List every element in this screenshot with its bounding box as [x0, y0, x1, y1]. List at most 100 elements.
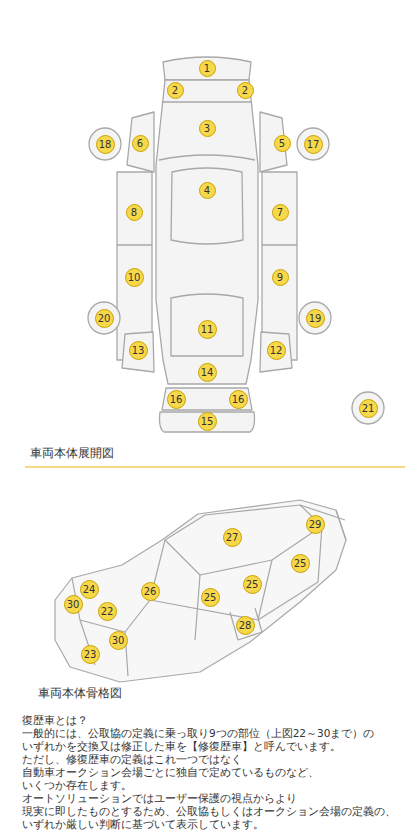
callout-circle: 2 — [237, 82, 254, 99]
wheel — [297, 128, 329, 160]
callout-number: 17 — [304, 135, 323, 154]
callout-circle-fill — [125, 268, 143, 286]
view-caption: 車両本体展開図 — [30, 447, 114, 459]
view-caption: 車両本体骨格図 — [38, 687, 122, 699]
callout-circle: 8 — [126, 204, 143, 221]
pillar — [258, 560, 272, 620]
note-text: オートソリューションではユーザー保護の視点からより — [22, 792, 297, 804]
callout-circle: 14 — [198, 363, 217, 382]
callout-number: 25 — [243, 575, 262, 594]
callout-circle-fill — [98, 602, 116, 620]
callout-circle: 23 — [81, 645, 100, 664]
callout-circle-fill — [229, 390, 247, 408]
right-rear-fender — [260, 332, 292, 372]
trunk-lid — [171, 294, 243, 356]
callout-circle-fill — [236, 616, 254, 634]
callout-circle-fill — [129, 341, 147, 359]
callout-number: 25 — [291, 554, 310, 573]
callout-number: 27 — [223, 528, 242, 547]
note-text: いずれかを交換又は修正した車を【修復歴車】と呼んでいます。 — [22, 740, 341, 752]
callout-circle: 21 — [359, 399, 378, 418]
callout-circle-fill — [272, 204, 288, 220]
callout-number: 16 — [167, 390, 186, 409]
callout-number: 13 — [129, 341, 148, 360]
note-text: 一般的には、公取協の定義に乗っ取り9つの部位（上図22～30まで）の — [22, 727, 374, 739]
callout-circle: 3 — [199, 120, 216, 137]
callout-circle: 20 — [95, 309, 114, 328]
body-outline — [55, 500, 346, 682]
callout-circle: 1 — [199, 60, 216, 77]
panel-line — [162, 101, 252, 102]
callout-circle-fill — [132, 135, 148, 151]
callout-circle-fill — [306, 515, 324, 533]
callout-circle-fill — [199, 60, 215, 76]
center-body — [156, 80, 258, 384]
callout-number: 30 — [64, 595, 83, 614]
callout-circle: 19 — [306, 309, 325, 328]
callout-circle-fill — [109, 631, 127, 649]
callout-number: 6 — [132, 135, 149, 152]
callout-number: 14 — [198, 363, 217, 382]
callout-number: 21 — [359, 399, 378, 418]
callout-circle: 17 — [304, 135, 323, 154]
callout-number: 8 — [126, 204, 143, 221]
callout-circle-fill — [274, 135, 290, 151]
callout-number: 9 — [272, 269, 289, 286]
callout-number: 2 — [237, 82, 254, 99]
callout-circle-fill — [272, 269, 288, 285]
callout-circle: 4 — [199, 182, 216, 199]
callout-circle-fill — [223, 528, 241, 546]
callout-number: 18 — [96, 135, 115, 154]
callout-circle: 25 — [201, 588, 220, 607]
callout-circle: 18 — [96, 135, 115, 154]
callout-circle-fill — [96, 135, 114, 153]
callout-number: 23 — [81, 645, 100, 664]
wheel — [88, 302, 120, 334]
callout-number: 22 — [98, 602, 117, 621]
callout-circle: 27 — [223, 528, 242, 547]
pillar — [318, 526, 322, 582]
callout-number: 11 — [198, 320, 217, 339]
callout-circle-fill — [199, 182, 215, 198]
callout-circle: 7 — [272, 204, 289, 221]
left-rear-fender — [122, 332, 154, 372]
callout-number: 16 — [229, 390, 248, 409]
callout-circle: 11 — [198, 320, 217, 339]
callout-circle-fill — [80, 580, 98, 598]
callout-number: 15 — [198, 412, 217, 431]
door-line — [117, 244, 152, 245]
callout-circle: 25 — [291, 554, 310, 573]
callout-circle: 16 — [229, 390, 248, 409]
callout-circle: 16 — [167, 390, 186, 409]
callout-circle: 30 — [64, 595, 83, 614]
callout-number: 30 — [109, 631, 128, 650]
body-frame-view — [55, 500, 346, 682]
callout-circle: 22 — [98, 602, 117, 621]
callout-circle: 28 — [236, 616, 255, 635]
note-text: ただし、修復歴車の定義はこれ一つではなく — [22, 753, 242, 765]
callout-circle-fill — [198, 320, 216, 338]
callout-number: 10 — [125, 268, 144, 287]
callout-number: 2 — [167, 82, 184, 99]
callout-circle-fill — [267, 341, 285, 359]
callout-circle-fill — [243, 575, 261, 593]
callout-circle-fill — [81, 645, 99, 663]
callout-circle-fill — [95, 309, 113, 327]
note-text: いずれか厳しい判断に基づいて表示しています。 — [22, 818, 264, 830]
callout-circle-fill — [291, 554, 309, 572]
callout-circle-fill — [198, 363, 216, 381]
callout-number: 24 — [80, 580, 99, 599]
engine-bay — [72, 578, 150, 632]
note-text: いくつか存在します。 — [22, 779, 132, 791]
callout-circle-fill — [198, 412, 216, 430]
note-text: 現実に即したものとするため、公取協もしくはオークション会場の定義の、 — [22, 805, 396, 817]
wheel — [299, 302, 331, 334]
pillar — [195, 575, 200, 640]
callout-circle: 30 — [109, 631, 128, 650]
callout-number: 7 — [272, 204, 289, 221]
callout-circle: 26 — [141, 582, 160, 601]
callout-circle-fill — [64, 595, 82, 613]
callout-circle: 12 — [267, 341, 286, 360]
door-line — [262, 244, 297, 245]
callout-circle: 5 — [274, 135, 291, 152]
